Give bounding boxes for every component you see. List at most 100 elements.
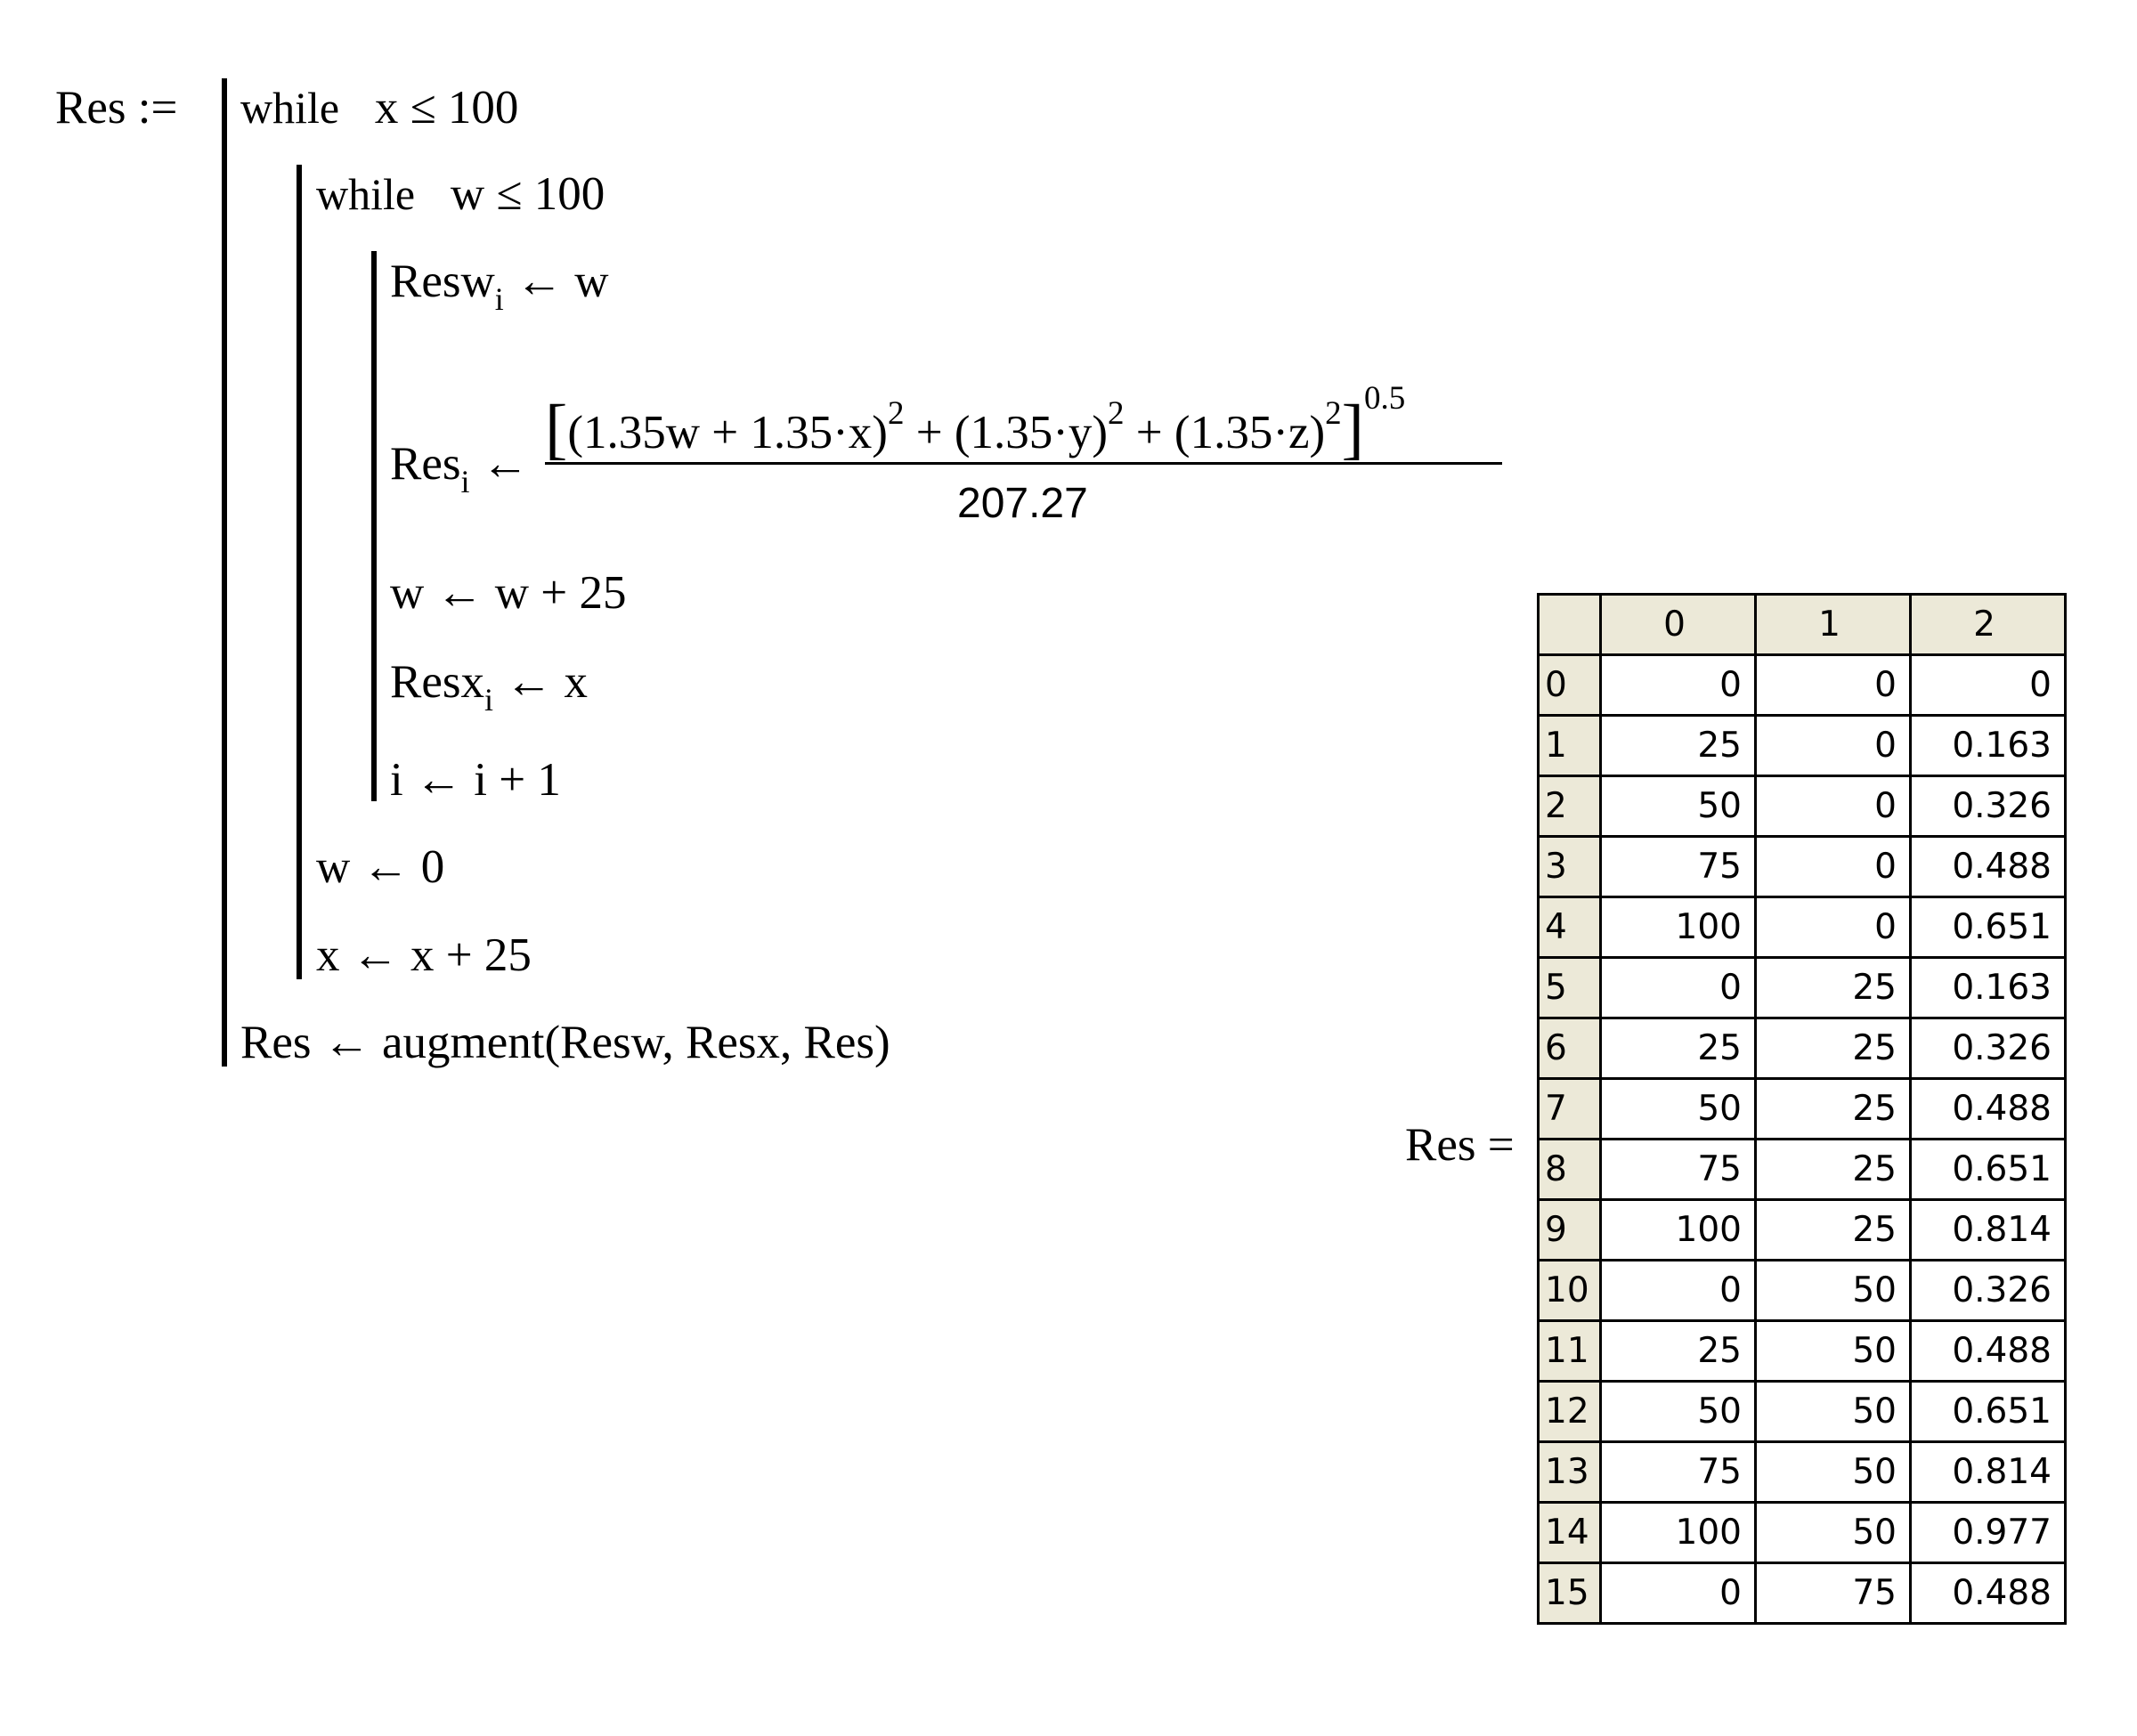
matrix-cell[interactable]: 0.326 — [1909, 1259, 2067, 1322]
matrix-cell[interactable]: 25 — [1754, 956, 1912, 1019]
matrix-cell[interactable]: 25 — [1754, 1198, 1912, 1261]
matrix-row-index: 5 — [1537, 956, 1602, 1019]
stmt-i-increment[interactable]: i ← i + 1 — [390, 754, 561, 806]
matrix-cell[interactable]: 100 — [1599, 1501, 1757, 1564]
matrix-cell[interactable]: 0 — [1599, 956, 1757, 1019]
matrix-column-header: 1 — [1754, 593, 1912, 656]
matrix-row-index: 3 — [1537, 835, 1602, 898]
matrix-row-index: 10 — [1537, 1259, 1602, 1322]
matrix-cell[interactable]: 50 — [1754, 1501, 1912, 1564]
matrix-cell[interactable]: 100 — [1599, 896, 1757, 959]
matrix-cell[interactable]: 75 — [1599, 1138, 1757, 1201]
matrix-cell[interactable]: 100 — [1599, 1198, 1757, 1261]
matrix-row-index: 14 — [1537, 1501, 1602, 1564]
matrix-cell[interactable]: 25 — [1754, 1138, 1912, 1201]
outer-while-line[interactable]: while x ≤ 100 — [240, 85, 518, 132]
matrix-row-index: 0 — [1537, 653, 1602, 717]
matrix-cell[interactable]: 50 — [1754, 1319, 1912, 1383]
matrix-header-row: 0 1 2 — [1537, 593, 2067, 656]
stmt-resx[interactable]: Resxi ← x — [390, 656, 589, 718]
matrix-cell[interactable]: 0.163 — [1909, 714, 2067, 777]
matrix-cell[interactable]: 0.651 — [1909, 1380, 2067, 1443]
matrix-cell[interactable]: 0.488 — [1909, 1562, 2067, 1625]
matrix-cell[interactable]: 0 — [1754, 714, 1912, 777]
matrix-cell[interactable]: 0.488 — [1909, 1319, 2067, 1383]
matrix-cell[interactable]: 0.651 — [1909, 896, 2067, 959]
matrix-cell[interactable]: 25 — [1599, 1319, 1757, 1383]
matrix-cell[interactable]: 0 — [1599, 653, 1757, 717]
stmt-resw[interactable]: Reswi ← w — [390, 256, 609, 317]
stmt-w-reset[interactable]: w ← 0 — [316, 841, 445, 893]
matrix-row-index: 9 — [1537, 1198, 1602, 1261]
matrix-row-index: 4 — [1537, 896, 1602, 959]
matrix-cell[interactable]: 0.326 — [1909, 775, 2067, 838]
outer-while-condition: x ≤ 100 — [374, 82, 519, 134]
matrix-cell[interactable]: 0.326 — [1909, 1017, 2067, 1080]
matrix-cell[interactable]: 75 — [1599, 1440, 1757, 1504]
matrix-column-header: 2 — [1909, 593, 2067, 656]
matrix-cell[interactable]: 50 — [1599, 775, 1757, 838]
matrix-cell[interactable]: 75 — [1754, 1562, 1912, 1625]
matrix-cell[interactable]: 50 — [1754, 1440, 1912, 1504]
matrix-cell[interactable]: 25 — [1754, 1077, 1912, 1140]
stmt-augment[interactable]: Res ← augment(Resw, Resx, Res) — [240, 1017, 890, 1068]
matrix-cell[interactable]: 25 — [1599, 714, 1757, 777]
matrix-row-index: 2 — [1537, 775, 1602, 838]
matrix-row-index: 15 — [1537, 1562, 1602, 1625]
matrix-cell[interactable]: 0 — [1754, 653, 1912, 717]
while-keyword: while — [316, 169, 416, 219]
matrix-row-index: 12 — [1537, 1380, 1602, 1443]
matrix-cell[interactable]: 0 — [1909, 653, 2067, 717]
matrix-cell[interactable]: 50 — [1754, 1259, 1912, 1322]
matrix-cell[interactable]: 0 — [1754, 775, 1912, 838]
matrix-cell[interactable]: 50 — [1754, 1380, 1912, 1443]
matrix-cell[interactable]: 0.488 — [1909, 835, 2067, 898]
fraction-numerator: [(1.35w + 1.35·x)2 + (1.35·y)2 + (1.35·z… — [545, 380, 1406, 466]
stmt-w-increment[interactable]: w ← w + 25 — [390, 567, 627, 619]
matrix-cell[interactable]: 0.814 — [1909, 1198, 2067, 1261]
matrix-row-index: 1 — [1537, 714, 1602, 777]
matrix-cell[interactable]: 0 — [1599, 1259, 1757, 1322]
result-label: Res = — [1405, 1119, 1515, 1171]
stmt-x-increment[interactable]: x ← x + 25 — [316, 929, 532, 981]
matrix-row-index: 7 — [1537, 1077, 1602, 1140]
stmt-res-lhs[interactable]: Resi ← — [390, 438, 529, 499]
matrix-cell[interactable]: 25 — [1599, 1017, 1757, 1080]
matrix-cell[interactable]: 0.977 — [1909, 1501, 2067, 1564]
while-keyword: while — [240, 83, 340, 133]
matrix-row-index: 6 — [1537, 1017, 1602, 1080]
matrix-cell[interactable]: 0.488 — [1909, 1077, 2067, 1140]
matrix-cell[interactable]: 50 — [1599, 1077, 1757, 1140]
inner-while-condition: w ≤ 100 — [450, 168, 605, 220]
inner-while-line[interactable]: while w ≤ 100 — [316, 171, 605, 218]
innermost-program-bar — [371, 251, 377, 801]
matrix-cell[interactable]: 75 — [1599, 835, 1757, 898]
matrix-cell[interactable]: 0 — [1754, 835, 1912, 898]
matrix-cell[interactable]: 0 — [1754, 896, 1912, 959]
matrix-cell[interactable]: 50 — [1599, 1380, 1757, 1443]
outer-program-bar — [222, 78, 227, 1067]
matrix-row-index: 13 — [1537, 1440, 1602, 1504]
matrix-cell[interactable]: 0.814 — [1909, 1440, 2067, 1504]
matrix-cell[interactable]: 0.163 — [1909, 956, 2067, 1019]
matrix-cell[interactable]: 0.651 — [1909, 1138, 2067, 1201]
matrix-cell[interactable]: 0 — [1599, 1562, 1757, 1625]
matrix-cell[interactable]: 25 — [1754, 1017, 1912, 1080]
